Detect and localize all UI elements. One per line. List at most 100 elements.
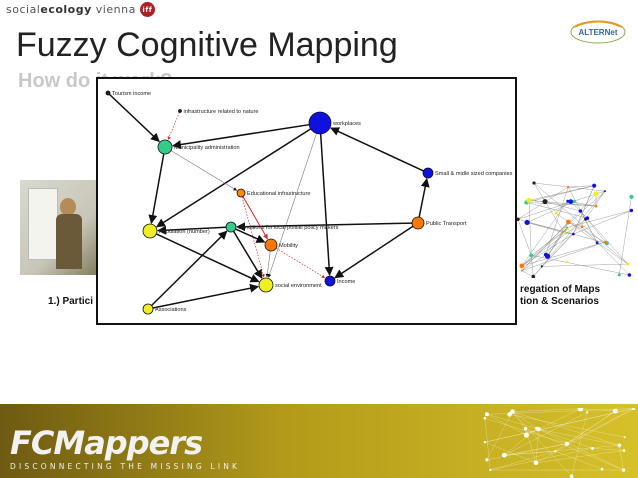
edge-mobility-to-income bbox=[275, 247, 326, 279]
decor-dot bbox=[566, 219, 571, 225]
footer-tagline: DISCONNECTING THE MISSING LINK bbox=[10, 462, 241, 471]
decor-line bbox=[545, 186, 569, 255]
decor-line bbox=[580, 210, 598, 243]
brand-logo: socialecology vienna iff bbox=[6, 2, 155, 17]
decor-dot bbox=[484, 412, 489, 417]
node-workplaces bbox=[308, 111, 332, 135]
step3-line2: tion & Scenarios bbox=[520, 296, 599, 307]
decor-dot bbox=[532, 181, 536, 185]
decor-dot bbox=[577, 408, 584, 412]
node-label-small_companies: Small & midle sized companies bbox=[435, 171, 513, 177]
decor-line bbox=[566, 408, 634, 444]
decor-line bbox=[517, 219, 532, 256]
node-label-conditions: Conditions for local politikl policy mak… bbox=[238, 225, 339, 231]
edge-population-to-social_env bbox=[156, 233, 260, 283]
decor-dot bbox=[617, 273, 621, 277]
decor-dot bbox=[526, 197, 532, 204]
decor-line bbox=[530, 255, 534, 277]
edge-educational-to-social_env bbox=[241, 196, 265, 278]
decor-line bbox=[541, 233, 574, 267]
decor-dot bbox=[554, 211, 558, 215]
edge-workplaces-to-population bbox=[155, 128, 312, 228]
step3-line1: regation of Maps bbox=[520, 284, 601, 295]
decor-line bbox=[504, 445, 620, 456]
decor-dot bbox=[510, 409, 515, 414]
decor-dot bbox=[617, 443, 622, 448]
decor-line bbox=[512, 411, 537, 429]
edge-tourism-to-municipality bbox=[108, 93, 160, 143]
decor-dot bbox=[485, 458, 489, 462]
decor-dot bbox=[594, 204, 598, 208]
edge-municipality-to-educational bbox=[170, 150, 238, 191]
decor-line bbox=[484, 408, 634, 443]
decor-line bbox=[526, 202, 596, 207]
decor-dot bbox=[629, 194, 634, 199]
decor-line bbox=[484, 418, 491, 471]
edge-workplaces-to-income bbox=[319, 133, 334, 276]
node-tourism bbox=[105, 90, 111, 96]
decor-dot bbox=[531, 274, 536, 278]
node-label-mobility: Mobility bbox=[279, 243, 298, 249]
node-conditions bbox=[225, 221, 237, 233]
decor-dot bbox=[489, 468, 492, 472]
decor-line bbox=[555, 451, 603, 470]
edge-conditions-to-mobility bbox=[235, 228, 266, 243]
decor-line bbox=[486, 414, 527, 436]
decor-line bbox=[484, 442, 537, 463]
decor-line bbox=[521, 254, 546, 271]
iff-badge: iff bbox=[139, 2, 155, 17]
node-label-income: Income bbox=[337, 279, 355, 285]
decor-line bbox=[571, 412, 588, 477]
alternet-logo: ALTERNet bbox=[570, 20, 626, 44]
decor-dot bbox=[519, 263, 525, 269]
decor-line bbox=[535, 429, 539, 463]
decor-dot bbox=[483, 416, 487, 420]
brand-vienna: vienna bbox=[95, 3, 136, 16]
node-infra_nature bbox=[178, 109, 182, 113]
brand-social: social bbox=[6, 3, 41, 16]
brand-ecology: ecology bbox=[40, 3, 92, 16]
decor-dot bbox=[520, 269, 524, 272]
decor-line bbox=[619, 445, 624, 471]
decor-dot bbox=[626, 262, 630, 266]
edge-conditions-to-population bbox=[157, 225, 227, 235]
aggregated-network-image bbox=[516, 181, 634, 278]
edge-public_transport-to-income bbox=[334, 225, 414, 279]
node-label-tourism: Tourism income bbox=[112, 91, 151, 97]
edge-conditions-to-social_env bbox=[232, 230, 263, 279]
node-label-educational: Educational infrastructure bbox=[247, 191, 310, 197]
decor-line bbox=[533, 191, 606, 277]
decor-line bbox=[486, 411, 513, 460]
decor-line bbox=[531, 228, 568, 256]
edge-educational-to-mobility bbox=[242, 196, 268, 240]
decor-dot bbox=[612, 408, 618, 414]
edge-associations-to-social_env bbox=[152, 283, 260, 309]
node-label-municipality: Municipality administration bbox=[174, 145, 240, 151]
decor-line bbox=[521, 193, 597, 271]
node-municipality bbox=[157, 139, 173, 155]
decor-dot bbox=[600, 467, 604, 471]
decor-line bbox=[512, 411, 526, 429]
node-educational bbox=[236, 188, 246, 198]
decor-dot bbox=[543, 252, 548, 257]
decor-dot bbox=[554, 450, 557, 453]
decor-line bbox=[538, 429, 620, 446]
decor-dot bbox=[566, 199, 570, 203]
decor-line bbox=[521, 241, 606, 267]
node-label-population: Population (number) bbox=[159, 229, 210, 235]
decor-line bbox=[486, 443, 567, 461]
decor-line bbox=[504, 412, 588, 456]
node-mobility bbox=[264, 238, 278, 252]
node-label-associations: Associations bbox=[155, 307, 187, 313]
edge-workplaces-to-social_env bbox=[267, 133, 317, 278]
decor-line bbox=[528, 185, 595, 201]
decor-dot bbox=[529, 253, 534, 258]
edge-workplaces-to-municipality bbox=[172, 123, 310, 149]
decor-line bbox=[504, 428, 537, 456]
decor-line bbox=[490, 451, 556, 471]
decor-dot bbox=[595, 241, 599, 245]
decor-line bbox=[581, 226, 630, 276]
decor-dot bbox=[540, 265, 543, 268]
decor-line bbox=[527, 222, 574, 235]
